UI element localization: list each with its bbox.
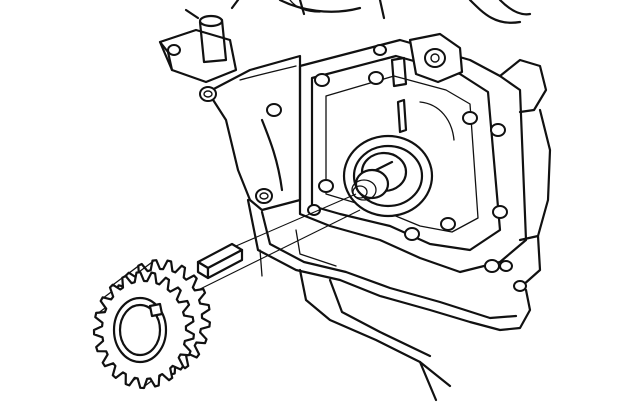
engine-block-front bbox=[199, 0, 532, 212]
oil-pump-housing bbox=[298, 32, 552, 292]
oil-pan bbox=[246, 198, 532, 402]
crankshaft-sprocket bbox=[92, 259, 211, 390]
sprocket-tooth-edge bbox=[137, 259, 156, 274]
water-outlet-pipe bbox=[158, 0, 240, 84]
sprocket-tooth-edge bbox=[123, 264, 141, 278]
alignment-guide-lines bbox=[185, 193, 361, 297]
crankshaft-nose bbox=[342, 134, 434, 218]
woodruff-key bbox=[196, 242, 244, 280]
